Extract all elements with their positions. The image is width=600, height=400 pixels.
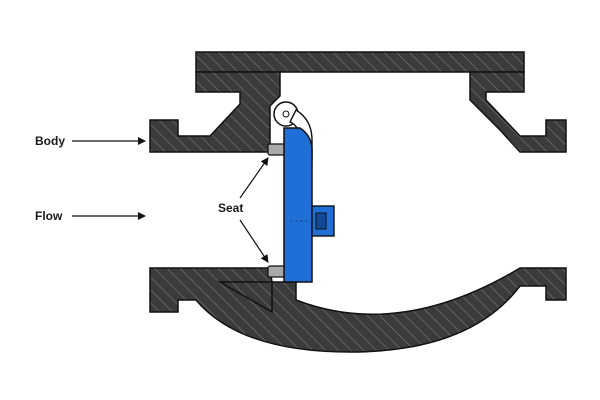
seat-rib [217, 281, 273, 314]
label-body: Body [35, 134, 65, 148]
arrow-seat-lower [239, 219, 269, 263]
label-seat: Seat [218, 201, 243, 215]
label-flow: Flow [35, 209, 63, 223]
valve-disc [283, 127, 313, 283]
arrow-seat-upper [239, 157, 269, 199]
valve-body-lower [149, 267, 567, 353]
bonnet-cover [195, 51, 525, 73]
disc-nut-inner [315, 212, 327, 230]
valve-body-upper-right [469, 71, 567, 153]
valve-body-upper [149, 71, 281, 153]
hinge-pin-center [282, 110, 290, 118]
